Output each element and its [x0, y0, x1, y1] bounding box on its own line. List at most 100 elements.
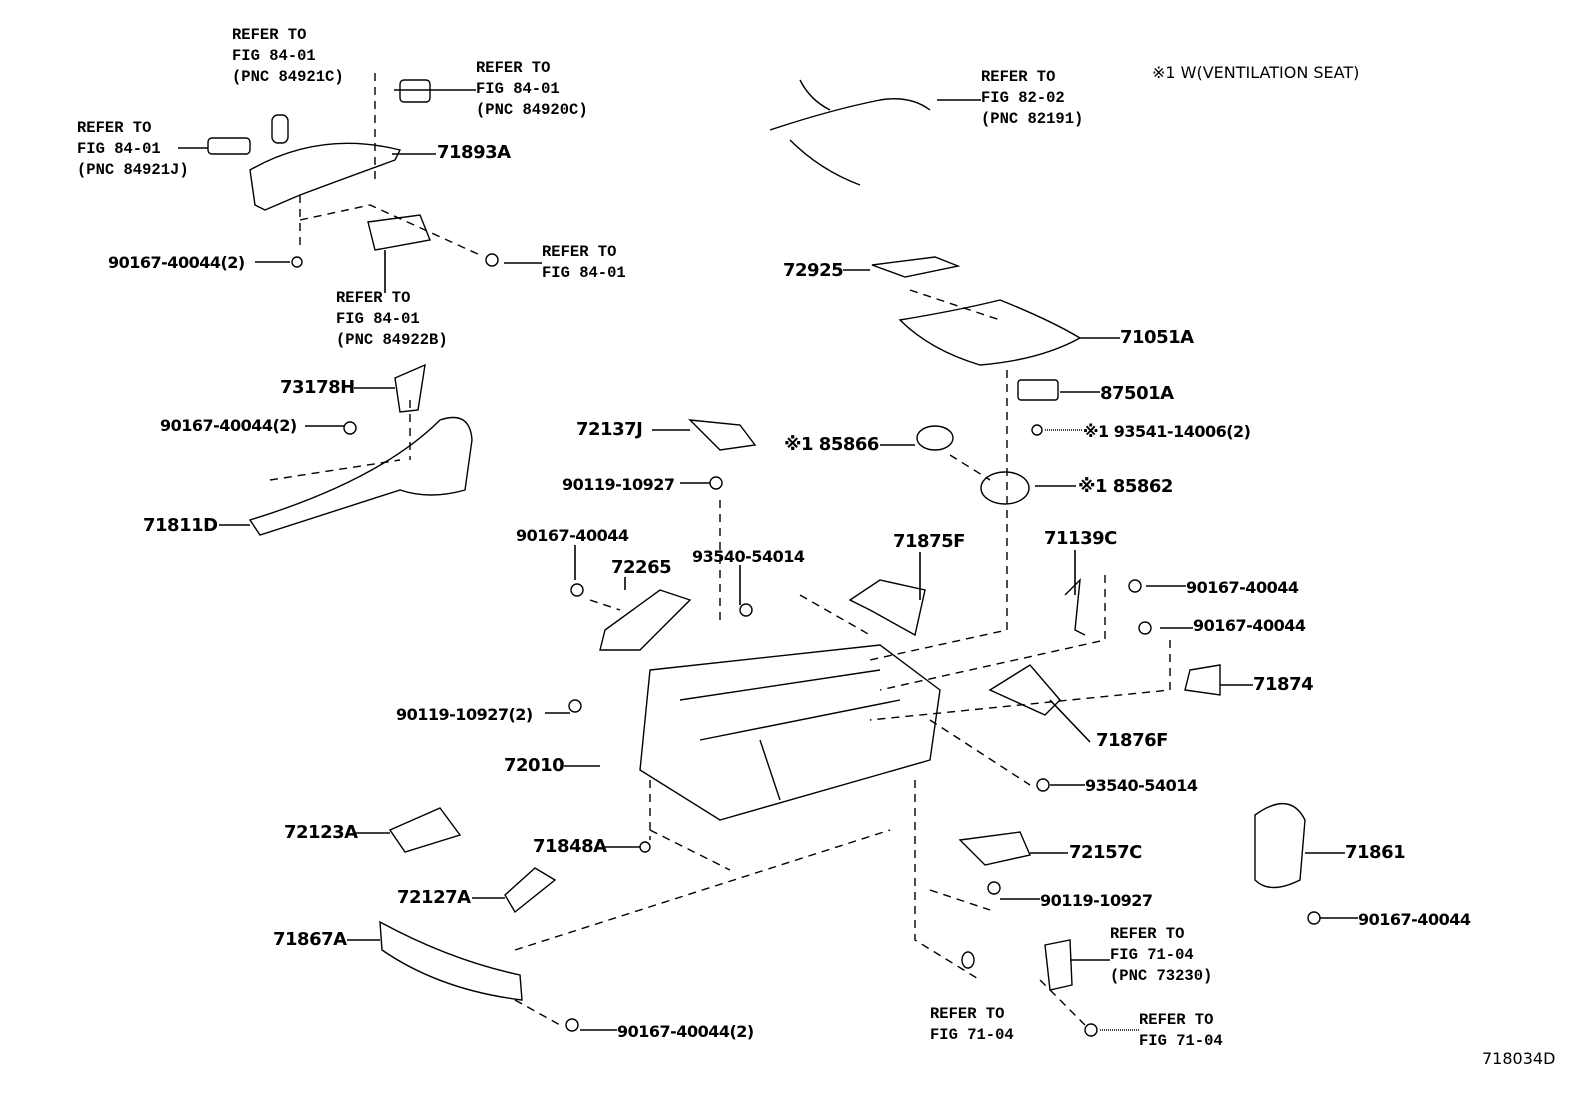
refer-to-7104-a: REFER TO FIG 71-04: [930, 1004, 1014, 1046]
part-washer: [961, 951, 975, 969]
part-71867a: [379, 920, 523, 1001]
part-label-71848a: 71848A: [533, 836, 607, 857]
part-label-93541-14006: ※1 93541-14006(2): [1083, 422, 1251, 441]
part-label-71861: 71861: [1345, 842, 1406, 863]
part-85866: [916, 425, 954, 451]
callout-line: FIG 84-01: [336, 310, 420, 328]
part-label-72157c: 72157C: [1069, 842, 1142, 863]
part-seat-frame-detail: [679, 669, 901, 801]
part-label-72010: 72010: [504, 755, 565, 776]
callout-line: (PNC 82191): [981, 110, 1084, 128]
part-label-93540-54014: 93540-54014: [1085, 776, 1198, 795]
callout-line: REFER TO: [77, 119, 152, 137]
part-72265: [599, 589, 692, 651]
bolts: [291, 253, 1321, 1037]
refer-to-84922b: REFER TO FIG 84-01 (PNC 84922B): [336, 288, 448, 351]
figure-code: 718034D: [1482, 1049, 1556, 1068]
refer-to-84920c: REFER TO FIG 84-01 (PNC 84920C): [476, 58, 588, 121]
part-84922b: [367, 214, 431, 251]
part-label-90167-40044-2: 90167-40044(2): [108, 253, 245, 272]
part-72925: [871, 256, 961, 278]
part-71139c: [1064, 578, 1086, 636]
refer-to-84921j: REFER TO FIG 84-01 (PNC 84921J): [77, 118, 189, 181]
part-label-71139c: 71139C: [1044, 528, 1117, 549]
part-72123a: [388, 807, 462, 853]
part-shapes: [207, 79, 1306, 1001]
part-label-72925: 72925: [783, 260, 844, 281]
part-label-90167-40044: 90167-40044: [1186, 578, 1299, 597]
part-label-90119-10927-2: 90119-10927(2): [396, 705, 533, 724]
refer-to-82191: REFER TO FIG 82-02 (PNC 82191): [981, 67, 1083, 130]
part-label-90119-10927: 90119-10927: [562, 475, 675, 494]
callout-line: FIG 84-01: [77, 140, 161, 158]
part-87501a: [1017, 379, 1059, 401]
part-71874: [1184, 664, 1221, 696]
part-71861: [1254, 802, 1306, 889]
callout-line: FIG 82-02: [981, 89, 1065, 107]
callout-line: (PNC 84922B): [336, 331, 448, 349]
assembly-dashed-lines: [269, 73, 1171, 1026]
part-label-71876f: 71876F: [1096, 730, 1168, 751]
part-label-93540-54014: 93540-54014: [692, 547, 805, 566]
callout-line: REFER TO: [542, 243, 617, 261]
refer-to-84921c: REFER TO FIG 84-01 (PNC 84921C): [232, 25, 344, 88]
callout-line: REFER TO: [930, 1005, 1005, 1023]
part-label-90167-40044: 90167-40044: [1358, 910, 1471, 929]
part-71875f: [848, 579, 926, 637]
part-84920c: [399, 79, 431, 103]
part-label-72123a: 72123A: [284, 822, 358, 843]
part-label-71875f: 71875F: [893, 531, 965, 552]
part-label-90167-40044-2: 90167-40044(2): [160, 416, 297, 435]
callout-line: (PNC 84921J): [77, 161, 189, 179]
part-84921j: [207, 137, 251, 155]
part-label-71051a: 71051A: [1120, 327, 1194, 348]
part-label-90167-40044-2: 90167-40044(2): [617, 1022, 754, 1041]
callout-line: FIG 84-01: [542, 264, 626, 282]
part-84921c: [271, 114, 289, 144]
part-71811d: [248, 416, 473, 536]
part-72127a: [504, 867, 557, 914]
callout-line: FIG 71-04: [1110, 946, 1194, 964]
part-71051a: [898, 299, 1082, 366]
callout-line: FIG 71-04: [1139, 1032, 1223, 1050]
part-label-85866: ※1 85866: [784, 434, 879, 455]
part-label-85862: ※1 85862: [1078, 476, 1173, 497]
part-label-73178h: 73178H: [280, 377, 355, 398]
part-73178h: [394, 363, 426, 413]
part-seat-frame-72010: [639, 644, 941, 821]
part-label-71867a: 71867A: [273, 929, 347, 950]
part-wire-harness: [769, 79, 931, 186]
callout-line: FIG 71-04: [930, 1026, 1014, 1044]
ventilation-seat-note: ※1 W(VENTILATION SEAT): [1152, 63, 1360, 82]
part-label-71893a: 71893A: [437, 142, 511, 163]
part-71876f: [988, 664, 1061, 716]
refer-to-7104-b: REFER TO FIG 71-04: [1139, 1010, 1223, 1052]
part-label-72127a: 72127A: [397, 887, 471, 908]
callout-line: REFER TO: [981, 68, 1056, 86]
part-72137j: [688, 419, 757, 451]
part-71893a: [249, 142, 402, 211]
part-label-87501a: 87501A: [1100, 383, 1174, 404]
part-label-90167-40044: 90167-40044: [516, 526, 629, 545]
part-72157c: [958, 831, 1031, 866]
part-label-71874: 71874: [1253, 674, 1314, 695]
callout-line: FIG 84-01: [476, 80, 560, 98]
refer-to-8401: REFER TO FIG 84-01: [542, 242, 626, 284]
callout-line: (PNC 84920C): [476, 101, 588, 119]
callout-line: REFER TO: [336, 289, 411, 307]
callout-line: REFER TO: [232, 26, 307, 44]
callout-line: REFER TO: [1139, 1011, 1214, 1029]
callout-line: FIG 84-01: [232, 47, 316, 65]
leader-lines: [178, 89, 1358, 1031]
part-label-71811d: 71811D: [143, 515, 218, 536]
part-label-90119-10927: 90119-10927: [1040, 891, 1153, 910]
callout-line: (PNC 73230): [1110, 967, 1213, 985]
part-label-72137j: 72137J: [576, 419, 643, 440]
callout-line: REFER TO: [476, 59, 551, 77]
part-label-72265: 72265: [611, 557, 672, 578]
callout-line: (PNC 84921C): [232, 68, 344, 86]
part-label-90167-40044: 90167-40044: [1193, 616, 1306, 635]
part-seat-belt-buckle: [1044, 939, 1073, 991]
